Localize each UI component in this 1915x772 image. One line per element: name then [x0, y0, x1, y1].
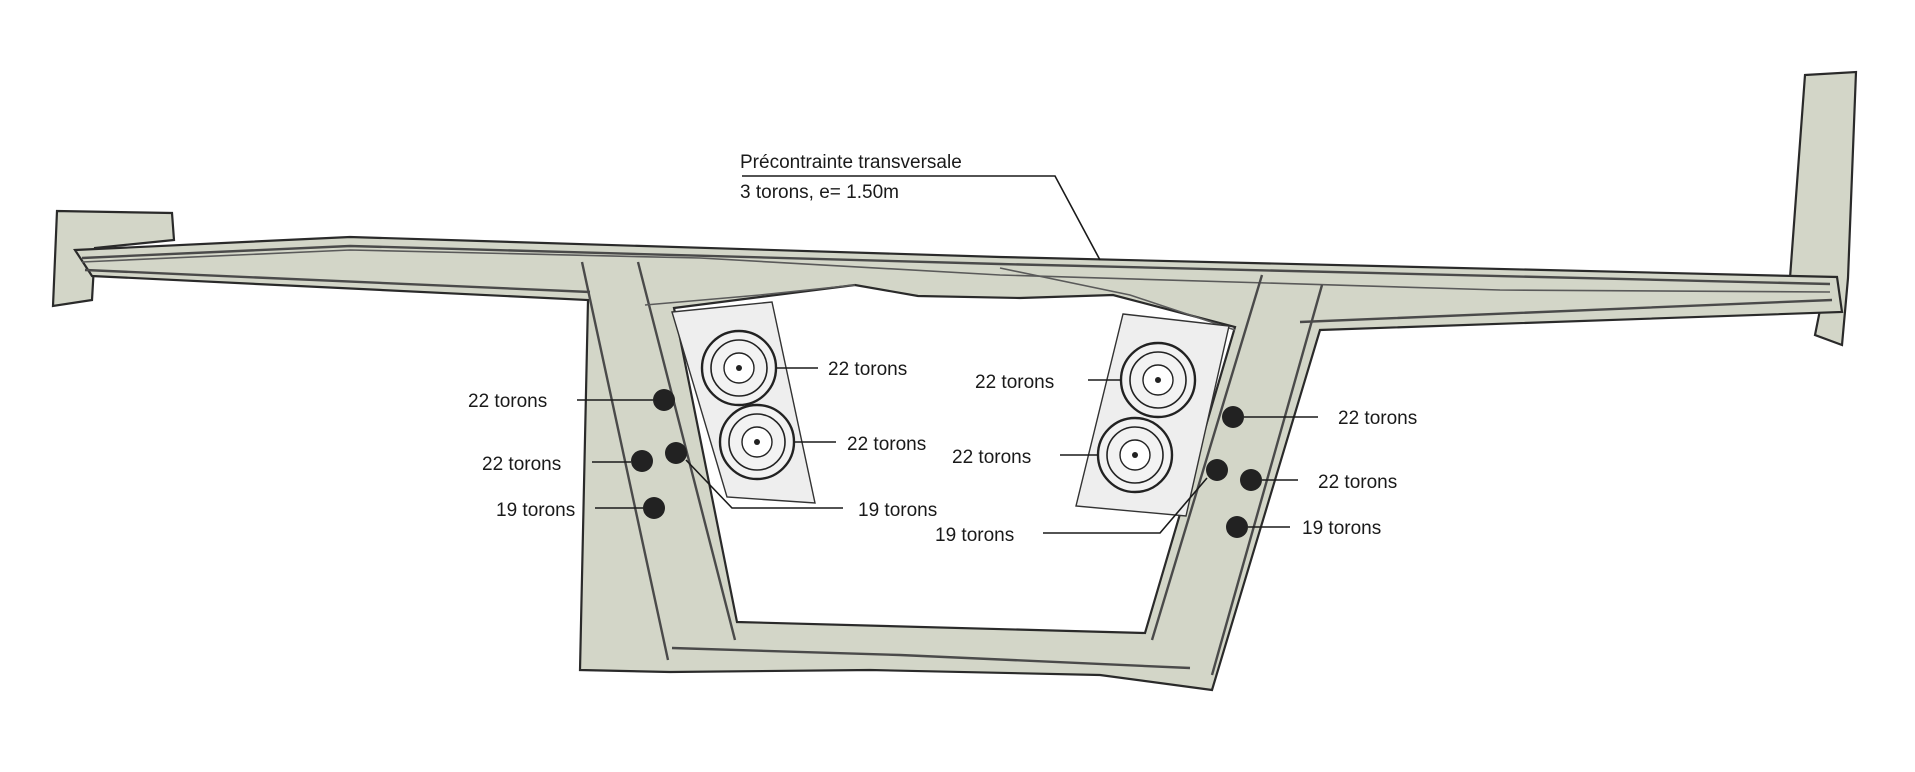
label-left-web-top: 22 torons	[468, 391, 547, 412]
haunch-rebar	[644, 267, 1236, 331]
label-left-block-bot: 22 torons	[847, 434, 926, 455]
tendon-left-web-bot	[643, 497, 665, 519]
right-anchorage-top	[1119, 341, 1197, 419]
leader-left-inner-19	[685, 459, 843, 509]
transverse-prestress-title: Précontrainte transversale	[740, 152, 962, 173]
label-left-inner-19: 19 torons	[858, 500, 937, 521]
transverse-prestress-spec: 3 torons, e= 1.50m	[740, 182, 899, 203]
bottom-slab-rebar	[84, 268, 1833, 324]
tendon-left-web-mid	[631, 450, 653, 472]
leader-right-inner-19	[1043, 477, 1208, 534]
label-right-web-bot: 19 torons	[1302, 518, 1381, 539]
label-left-web-bot: 19 torons	[496, 500, 575, 521]
label-right-block-top: 22 torons	[975, 372, 1054, 393]
label-right-web-top: 22 torons	[1338, 408, 1417, 429]
label-right-inner-19: 19 torons	[935, 525, 1014, 546]
tendon-right-web-bot	[1226, 516, 1248, 538]
right-anchorage-bottom	[1096, 416, 1174, 494]
left-anchorage-top	[700, 329, 778, 407]
box-interior-void	[672, 283, 1237, 635]
label-right-web-mid: 22 torons	[1318, 472, 1397, 493]
top-slab-rebar	[81, 244, 1831, 286]
tendon-right-web-mid	[1240, 469, 1262, 491]
leader-transverse-prestress	[742, 175, 1101, 261]
label-right-block-bot: 22 torons	[952, 447, 1031, 468]
bottom-slab-inner-rebar	[671, 646, 1191, 670]
tendon-right-web-top	[1222, 406, 1244, 428]
label-left-web-mid: 22 torons	[482, 454, 561, 475]
tendon-left-web-top	[653, 389, 675, 411]
label-left-block-top: 22 torons	[828, 359, 907, 380]
tendon-left-web-inner	[665, 442, 687, 464]
left-anchorage-bottom	[718, 403, 796, 481]
transverse-tendon	[81, 249, 1831, 293]
tendon-right-web-inner	[1206, 459, 1228, 481]
